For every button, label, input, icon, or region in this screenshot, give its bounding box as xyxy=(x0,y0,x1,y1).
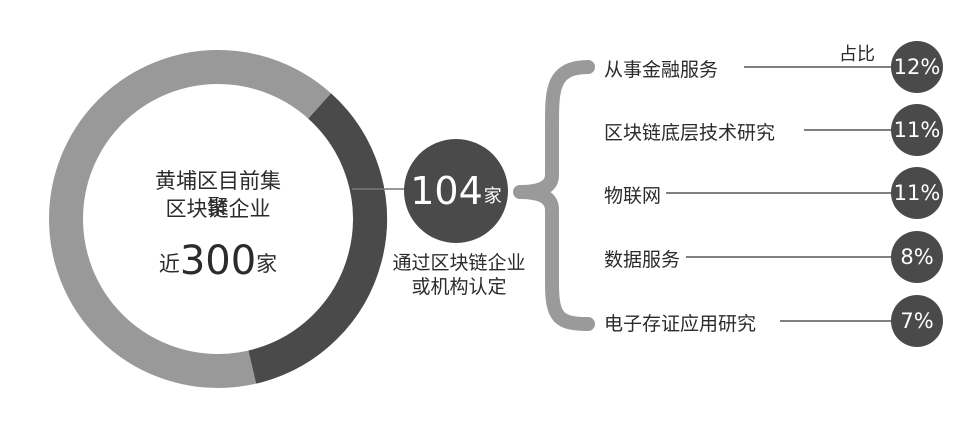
category-brace xyxy=(513,60,595,331)
certified-caption: 通过区块链企业 或机构认定 xyxy=(374,251,544,299)
certified-count-value: 104 xyxy=(410,169,483,213)
certified-count-unit: 家 xyxy=(483,186,502,207)
ring-title-line2: 区块链企业 xyxy=(165,197,271,221)
total-count-prefix: 近 xyxy=(158,252,180,276)
certified-caption-line2: 或机构认定 xyxy=(411,276,507,298)
category-label: 物联网 xyxy=(604,185,662,207)
share-header: 占比 xyxy=(839,44,875,65)
share-percent-badge: 8% xyxy=(891,231,943,283)
total-count: 近300家 xyxy=(128,238,308,284)
total-count-unit: 家 xyxy=(256,252,278,276)
ring-title-line1: 黄埔区目前集聚 xyxy=(155,169,281,219)
share-percent-badge: 11% xyxy=(891,104,943,156)
share-percent-badge: 11% xyxy=(891,167,943,219)
category-label: 从事金融服务 xyxy=(604,59,719,81)
certified-caption-line1: 通过区块链企业 xyxy=(392,252,526,274)
category-label: 电子存证应用研究 xyxy=(604,313,757,335)
total-count-value: 300 xyxy=(179,238,257,284)
share-percent-badge: 7% xyxy=(891,295,943,347)
ring-certified-segment xyxy=(248,93,387,384)
share-percent-badge: 12% xyxy=(891,41,943,93)
category-label: 数据服务 xyxy=(604,249,681,271)
category-label: 区块链底层技术研究 xyxy=(604,122,776,144)
